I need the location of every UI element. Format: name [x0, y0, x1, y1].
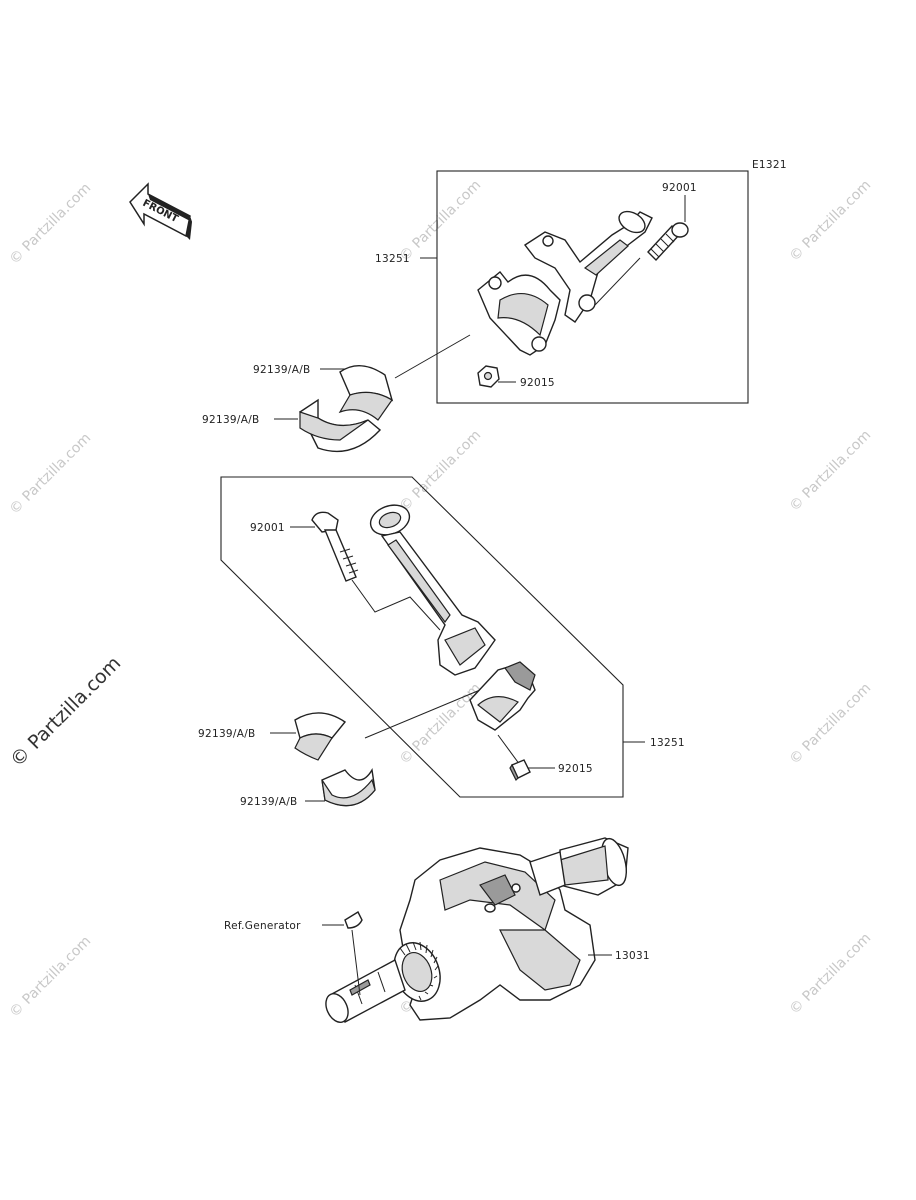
watermark-main: © Partzilla.com — [6, 652, 125, 771]
lower-bolt-label: 92001 — [250, 522, 285, 534]
watermark-text: © Partzilla.com — [787, 680, 875, 768]
crankshaft-label: 13031 — [615, 950, 650, 962]
upper-bolt — [647, 222, 689, 262]
upper-bearing-b — [299, 398, 382, 453]
watermark-text: © Partzilla.com — [397, 177, 485, 265]
lower-rod-assembly-label: 13251 — [650, 737, 685, 749]
upper-rod-assembly-label: 13251 — [375, 253, 410, 265]
lower-rod-cap — [469, 661, 536, 731]
woodruff-key — [344, 911, 363, 929]
upper-nut — [477, 365, 500, 388]
diagram-code: E1321 — [752, 159, 787, 171]
upper-bearing-a — [338, 365, 394, 421]
lower-bolt — [311, 511, 359, 582]
lower-nut — [509, 759, 531, 782]
lower-bearing-b — [321, 767, 376, 807]
lower-bearing-b-label: 92139/A/B — [240, 796, 298, 808]
crankshaft — [325, 837, 629, 1023]
ref-generator-label: Ref.Generator — [224, 920, 301, 932]
watermark-text: © Partzilla.com — [7, 180, 95, 268]
watermark-text: © Partzilla.com — [7, 430, 95, 518]
upper-assembly-frame — [436, 170, 749, 404]
watermark-text: © Partzilla.com — [7, 933, 95, 1021]
upper-bearing-a-label: 92139/A/B — [253, 364, 311, 376]
lower-nut-label: 92015 — [558, 763, 593, 775]
watermark-text: © Partzilla.com — [787, 930, 875, 1018]
upper-rod-cap — [477, 271, 561, 356]
lower-assembly-frame — [220, 476, 624, 798]
upper-connecting-rod — [523, 210, 653, 323]
lower-connecting-rod — [369, 504, 496, 676]
watermark-text: © Partzilla.com — [397, 427, 485, 515]
watermark-text: © Partzilla.com — [787, 427, 875, 515]
lower-bearing-a — [294, 712, 347, 761]
upper-bolt-label: 92001 — [662, 182, 697, 194]
lower-bearing-a-label: 92139/A/B — [198, 728, 256, 740]
upper-nut-label: 92015 — [520, 377, 555, 389]
watermark-text: © Partzilla.com — [787, 177, 875, 265]
upper-bearing-b-label: 92139/A/B — [202, 414, 260, 426]
front-arrow-icon: FRONT — [129, 182, 192, 240]
